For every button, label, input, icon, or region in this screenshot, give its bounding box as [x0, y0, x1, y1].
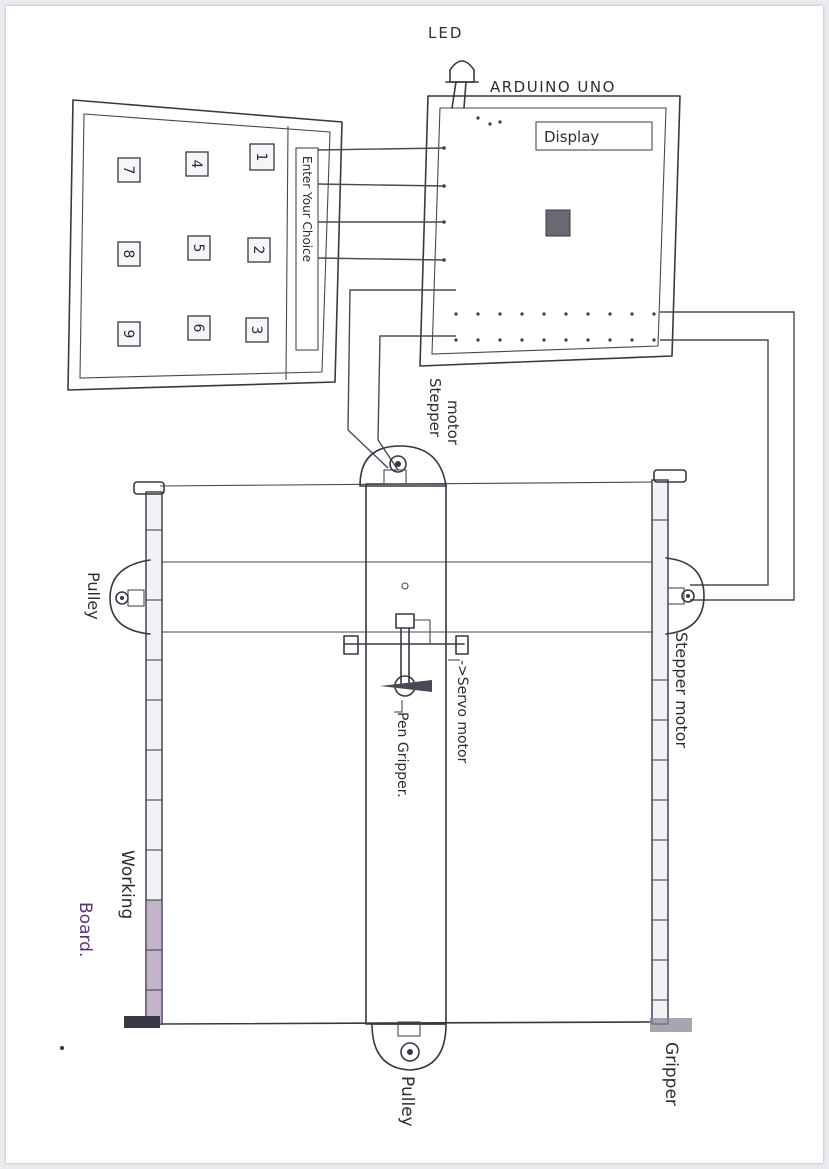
- keypad-prompt-label: Enter Your Choice: [300, 156, 314, 262]
- key-6: 6: [190, 324, 206, 333]
- left-pulley: [110, 560, 150, 634]
- board-label: Board.: [75, 902, 95, 957]
- key-7: 7: [120, 166, 136, 175]
- servo-label: ->Servo motor: [454, 660, 470, 764]
- key-2: 2: [250, 246, 266, 255]
- working-label: Working: [117, 850, 137, 919]
- pen-gripper-label: Pen Gripper.: [394, 712, 410, 798]
- arduino-board: Display ARDUINO UNO: [420, 78, 680, 366]
- pen-icon: [380, 680, 432, 692]
- stepper-top-line2: motor: [444, 400, 462, 446]
- key-9: 9: [120, 330, 136, 339]
- stepper-top-label: Stepper motor: [426, 378, 462, 446]
- pin-rows: [454, 312, 655, 341]
- display-label: Display: [544, 128, 599, 146]
- key-4: 4: [188, 160, 204, 169]
- right-rail: [650, 470, 692, 1032]
- gripper-label: Gripper: [661, 1042, 681, 1106]
- pulley-bottom-label: Pulley: [397, 1076, 417, 1127]
- right-stepper-motor: [666, 558, 704, 634]
- servo-assembly: [344, 614, 468, 712]
- key-3: 3: [248, 326, 264, 335]
- arduino-chip: [546, 210, 570, 236]
- led-label: LED: [428, 24, 463, 42]
- key-1: 1: [253, 153, 269, 162]
- ink-dot: [60, 1046, 64, 1050]
- motor-wires: [348, 290, 794, 600]
- keypad: Enter Your Choice 7 8 9 4 5 6 1 2 3: [68, 100, 342, 390]
- left-rail: [124, 482, 164, 1028]
- key-5: 5: [190, 244, 206, 253]
- stepper-top-line1: Stepper: [426, 378, 444, 438]
- stepper-right-label: Stepper motor: [672, 632, 691, 749]
- key-8: 8: [120, 250, 136, 259]
- arduino-label: ARDUINO UNO: [490, 78, 616, 96]
- pulley-left-label: Pulley: [84, 572, 103, 620]
